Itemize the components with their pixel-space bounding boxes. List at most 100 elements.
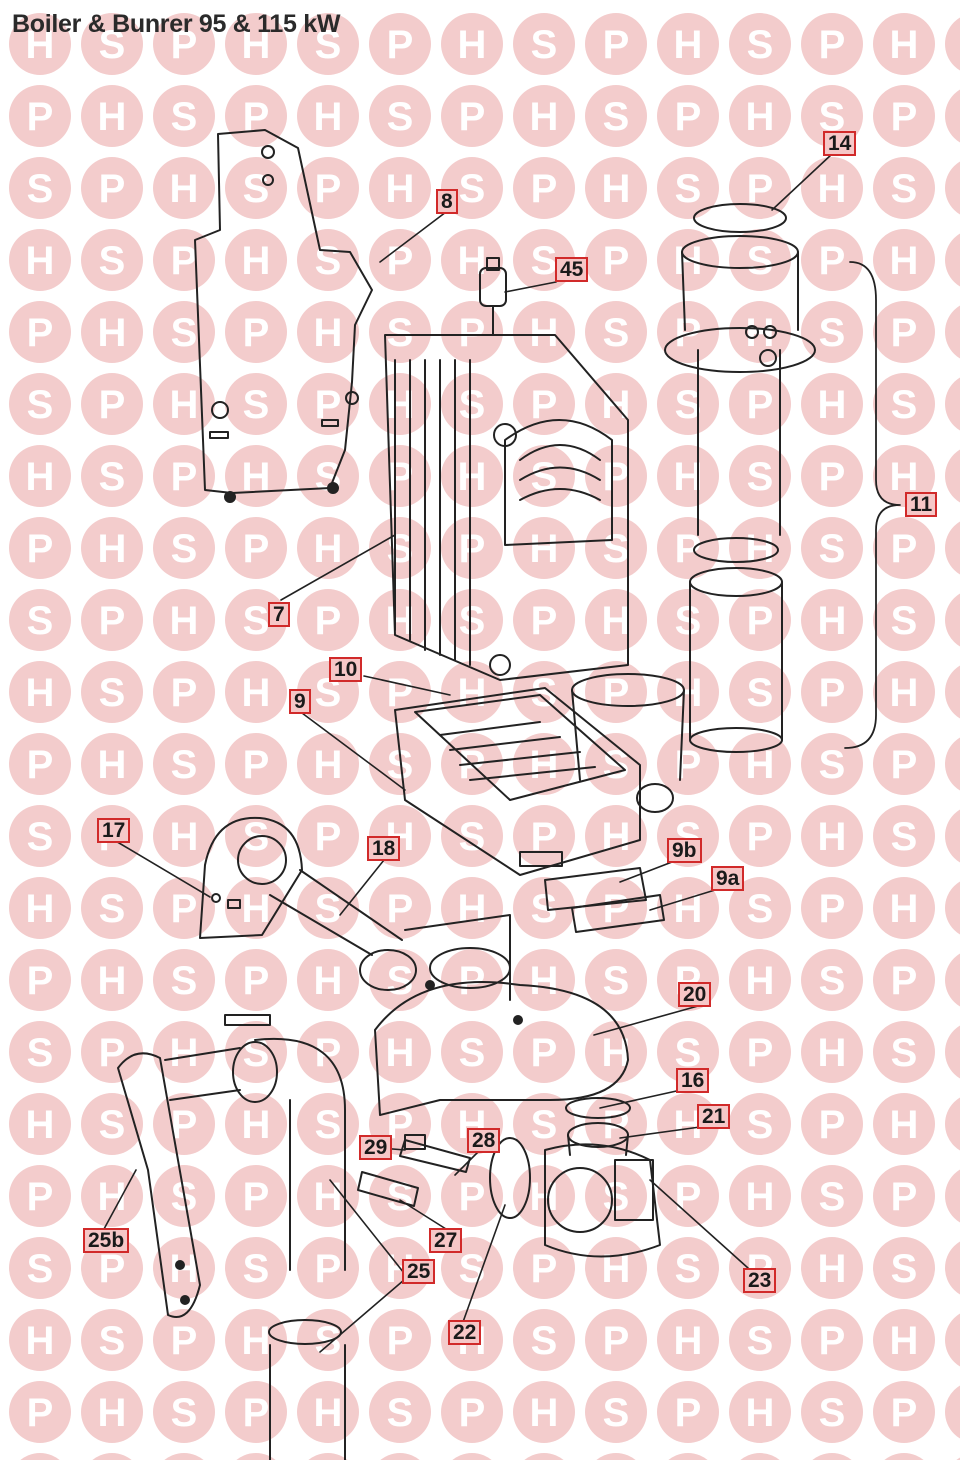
watermark-letter: P: [243, 1391, 270, 1435]
watermark-badge: S: [945, 449, 960, 503]
watermark-badge: P: [873, 1165, 935, 1227]
watermark-badge: P: [441, 1165, 503, 1227]
callout-20[interactable]: 20: [678, 982, 712, 1007]
watermark-letter: S: [243, 1247, 270, 1291]
callout-17[interactable]: 17: [97, 818, 131, 843]
callout-9a[interactable]: 9a: [711, 866, 745, 891]
watermark-badge: H: [945, 1169, 960, 1223]
watermark-badge: P: [585, 1309, 647, 1371]
callout-25[interactable]: 25: [402, 1259, 436, 1284]
watermark-letter: S: [243, 599, 270, 643]
watermark-letter: S: [99, 1103, 126, 1147]
watermark-letter: H: [890, 887, 919, 931]
watermark-letter: H: [26, 239, 55, 283]
watermark-badge: H: [81, 301, 143, 363]
watermark-letter: H: [170, 167, 199, 211]
watermark-badge: P: [297, 373, 359, 435]
watermark-letter: S: [819, 959, 846, 1003]
part-27-igniter: [357, 1171, 419, 1207]
watermark-letter: H: [98, 527, 127, 571]
watermark-badge: H: [729, 1381, 791, 1443]
watermark-letter: H: [818, 815, 847, 859]
watermark-badge: S: [657, 1021, 719, 1083]
watermark-letter: S: [27, 815, 54, 859]
watermark-badge: P: [513, 157, 575, 219]
callout-7[interactable]: 7: [268, 602, 290, 627]
part-28-electrode: [399, 1139, 471, 1173]
watermark-badge: P: [873, 85, 935, 147]
callout-22[interactable]: 22: [448, 1320, 482, 1345]
watermark-badge: H: [225, 229, 287, 291]
watermark-letter: P: [459, 95, 486, 139]
callout-23[interactable]: 23: [743, 1268, 777, 1293]
watermark-letter: S: [891, 1247, 918, 1291]
part-21-venturi: [567, 1122, 629, 1156]
watermark-badge: S: [585, 1381, 647, 1443]
callout-27[interactable]: 27: [429, 1228, 463, 1253]
callout-11[interactable]: 11: [905, 492, 938, 517]
watermark-letter: P: [387, 887, 414, 931]
watermark-letter: H: [314, 1175, 343, 1219]
watermark-letter: P: [27, 959, 54, 1003]
watermark-letter: H: [818, 599, 847, 643]
watermark-badge: S: [81, 1309, 143, 1371]
watermark-badge: S: [729, 877, 791, 939]
watermark-badge: P: [657, 1165, 719, 1227]
watermark-badge: P: [657, 85, 719, 147]
watermark-badge: P: [441, 1381, 503, 1443]
callout-14[interactable]: 14: [823, 131, 857, 156]
callout-9b[interactable]: 9b: [667, 838, 702, 863]
watermark-badge: H: [164, 1453, 204, 1460]
watermark-letter: H: [890, 1103, 919, 1147]
watermark-letter: P: [891, 743, 918, 787]
callout-16[interactable]: 16: [676, 1068, 710, 1093]
watermark-badge: H: [873, 13, 935, 75]
watermark-badge: S: [81, 877, 143, 939]
watermark-letter: H: [98, 311, 127, 355]
callout-45[interactable]: 45: [555, 257, 589, 282]
small-fixing-screw: [224, 1014, 271, 1026]
callout-10[interactable]: 10: [329, 657, 363, 682]
callout-8[interactable]: 8: [436, 189, 458, 214]
watermark-letter: H: [314, 743, 343, 787]
watermark-badge: H: [9, 445, 71, 507]
watermark-badge: S: [873, 1237, 935, 1299]
watermark-badge: H: [945, 1385, 960, 1439]
watermark-letter: H: [314, 1391, 343, 1435]
watermark-letter: H: [890, 455, 919, 499]
watermark-letter: S: [99, 239, 126, 283]
watermark-letter: H: [170, 1031, 199, 1075]
part-18-air-tube: [269, 869, 417, 991]
callout-18[interactable]: 18: [367, 836, 401, 861]
watermark-badge: S: [441, 589, 503, 651]
watermark-badge: H: [513, 1381, 575, 1443]
callout-29[interactable]: 29: [359, 1135, 393, 1160]
watermark-badge: S: [729, 229, 791, 291]
watermark-letter: H: [170, 815, 199, 859]
watermark-badge: S: [513, 1093, 575, 1155]
watermark-letter: P: [243, 743, 270, 787]
callout-9[interactable]: 9: [289, 689, 311, 714]
watermark-badge: S: [9, 157, 71, 219]
watermark-badge: S: [153, 1381, 215, 1443]
watermark-badge: S: [801, 1165, 863, 1227]
watermark-badge: S: [297, 445, 359, 507]
callout-25b[interactable]: 25b: [83, 1228, 130, 1253]
watermark-badge: H: [81, 949, 143, 1011]
watermark-badge: P: [369, 1309, 431, 1371]
watermark-letter: S: [747, 23, 774, 67]
watermark-letter: P: [603, 887, 630, 931]
part-9-burner-tray: [394, 673, 685, 876]
watermark-letter: P: [531, 167, 558, 211]
watermark-letter: S: [603, 743, 630, 787]
callout-28[interactable]: 28: [467, 1128, 501, 1153]
callout-21[interactable]: 21: [697, 1104, 731, 1129]
watermark-letter: S: [891, 167, 918, 211]
watermark-letter: P: [99, 599, 126, 643]
watermark-letter: P: [27, 1391, 54, 1435]
watermark-badge: H: [441, 445, 503, 507]
watermark-badge: P: [153, 1309, 215, 1371]
watermark-badge: S: [225, 1237, 287, 1299]
watermark-letter: H: [530, 959, 559, 1003]
watermark-letter: P: [603, 671, 630, 715]
